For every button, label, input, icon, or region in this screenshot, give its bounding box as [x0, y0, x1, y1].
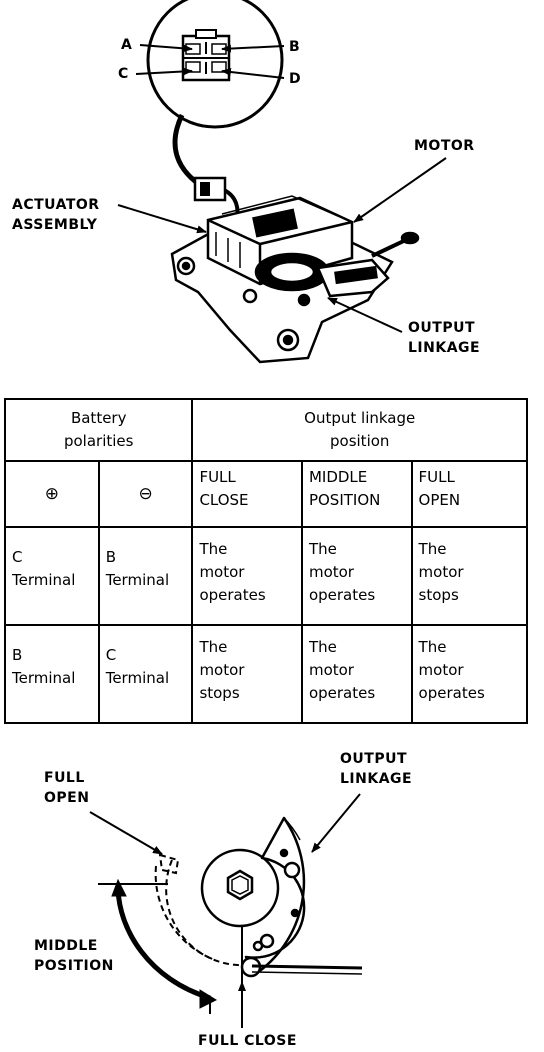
row2-c3-line3: operates: [418, 684, 485, 702]
connector-closeup: [146, 0, 284, 129]
row2-c1-line1: The: [199, 638, 228, 656]
row1-c1-line1: The: [199, 540, 228, 558]
position-middle-line1: MIDDLE: [308, 468, 368, 486]
row1-c2-line1: The: [308, 540, 337, 558]
position-full-open-line1: FULL: [418, 468, 455, 486]
row2-minus-line2: Terminal: [105, 669, 170, 687]
position-full-close: FULL CLOSE: [191, 460, 303, 528]
terminal-label-d: D: [289, 71, 302, 87]
header-battery-line1: Battery: [70, 409, 127, 427]
middle-position-line1: MIDDLE: [34, 938, 98, 954]
position-middle-line2: POSITION: [308, 491, 381, 509]
row2-plus-line2: Terminal: [12, 669, 76, 687]
full-close-label: FULL CLOSE: [198, 1033, 297, 1049]
terminal-label-b: B: [289, 39, 301, 55]
position-full-open: FULL OPEN: [410, 460, 529, 528]
top-output-label-line1: OUTPUT: [408, 320, 475, 336]
minus-terminal-symbol: ⊖: [97, 460, 194, 528]
row1-c3-line1: The: [418, 540, 447, 558]
row2-plus-line1: B: [12, 646, 23, 664]
header-output-line1: Output linkage: [304, 409, 416, 427]
middle-position-line2: POSITION: [34, 958, 114, 974]
row1-full-close-cell: The motor operates: [191, 526, 303, 626]
top-output-label-line2: LINKAGE: [408, 340, 481, 356]
row1-c3-line2: motor: [418, 563, 464, 581]
row1-c1-line3: operates: [199, 586, 266, 604]
row1-minus-cell: B Terminal: [97, 526, 194, 626]
row2-c2-line1: The: [308, 638, 337, 656]
full-open-label: FULL OPEN: [44, 768, 89, 808]
header-output-line2: position: [330, 432, 390, 450]
table-header-row: Battery polarities Output linkage positi…: [3, 398, 528, 462]
battery-polarities-header: Battery polarities: [3, 398, 194, 462]
row2-minus-cell: C Terminal: [97, 624, 194, 724]
position-full-close-line2: CLOSE: [199, 491, 249, 509]
plus-terminal-symbol: ⊕: [4, 460, 100, 528]
wire-harness: [172, 113, 240, 223]
actuator-label-line1: ACTUATOR: [12, 197, 100, 213]
row2-full-close-cell: The motor stops: [191, 624, 303, 724]
actuator-label-line2: ASSEMBLY: [12, 217, 98, 233]
row1-minus-line2: Terminal: [105, 571, 170, 589]
top-output-linkage-label: OUTPUT LINKAGE: [408, 318, 480, 358]
middle-position-label: MIDDLE POSITION: [34, 936, 114, 976]
row1-c2-line2: motor: [308, 563, 354, 581]
row2-c1-line3: stops: [199, 684, 240, 702]
row1-plus-line2: Terminal: [12, 571, 76, 589]
row1-minus-line1: B: [105, 548, 117, 566]
row1-c3-line3: stops: [418, 586, 459, 604]
terminal-label-c: C: [118, 66, 129, 82]
bottom-leader-lines: [89, 793, 361, 1028]
polarity-table: Battery polarities Output linkage positi…: [3, 398, 529, 724]
pulley-hub: [200, 848, 280, 928]
row2-minus-line1: C: [105, 646, 117, 664]
linkage-cable: [251, 964, 363, 975]
output-linkage-plate: [240, 816, 306, 978]
row2-c3-line1: The: [418, 638, 447, 656]
table-row: C Terminal B Terminal The motor operates…: [4, 526, 529, 626]
bottom-output-linkage-label: OUTPUT LINKAGE: [340, 749, 412, 789]
row2-c1-line2: motor: [199, 661, 245, 679]
table-subheader-row: ⊕ ⊖ FULL CLOSE MIDDLE POSITION FULL OPEN: [4, 460, 529, 528]
full-open-line1: FULL: [44, 770, 85, 786]
harness-connector: [193, 176, 227, 202]
bottom-output-label-line1: OUTPUT: [340, 751, 407, 767]
header-battery-line2: polarities: [63, 432, 134, 450]
row1-plus-line1: C: [12, 548, 23, 566]
linkage-full-open-dashed: [154, 853, 249, 967]
position-indicator-lines: [98, 878, 243, 1028]
full-open-line2: OPEN: [44, 790, 90, 806]
output-linkage-position-header: Output linkage position: [191, 398, 528, 462]
position-full-close-line1: FULL: [199, 468, 236, 486]
row1-c1-line2: motor: [199, 563, 245, 581]
row2-middle-cell: The motor operates: [300, 624, 413, 724]
row2-c2-line3: operates: [308, 684, 376, 702]
position-middle: MIDDLE POSITION: [300, 460, 413, 528]
row1-c2-line3: operates: [308, 586, 376, 604]
row2-full-open-cell: The motor operates: [410, 624, 529, 724]
motor-label: MOTOR: [414, 138, 475, 154]
terminal-label-a: A: [121, 37, 133, 53]
actuator-assembly-label: ACTUATOR ASSEMBLY: [12, 195, 100, 235]
bottom-output-label-line2: LINKAGE: [340, 771, 413, 787]
terminal-arrows: [135, 44, 285, 79]
row2-plus-cell: B Terminal: [4, 624, 100, 724]
row2-c3-line2: motor: [418, 661, 464, 679]
row2-c2-line2: motor: [308, 661, 354, 679]
top-leader-lines: [117, 157, 447, 333]
row1-middle-cell: The motor operates: [300, 526, 413, 626]
actuator-assembly: [170, 195, 420, 364]
row1-plus-cell: C Terminal: [4, 526, 100, 626]
table-row: B Terminal C Terminal The motor stops Th…: [4, 624, 529, 724]
position-full-open-line2: OPEN: [418, 491, 461, 509]
row1-full-open-cell: The motor stops: [410, 526, 529, 626]
